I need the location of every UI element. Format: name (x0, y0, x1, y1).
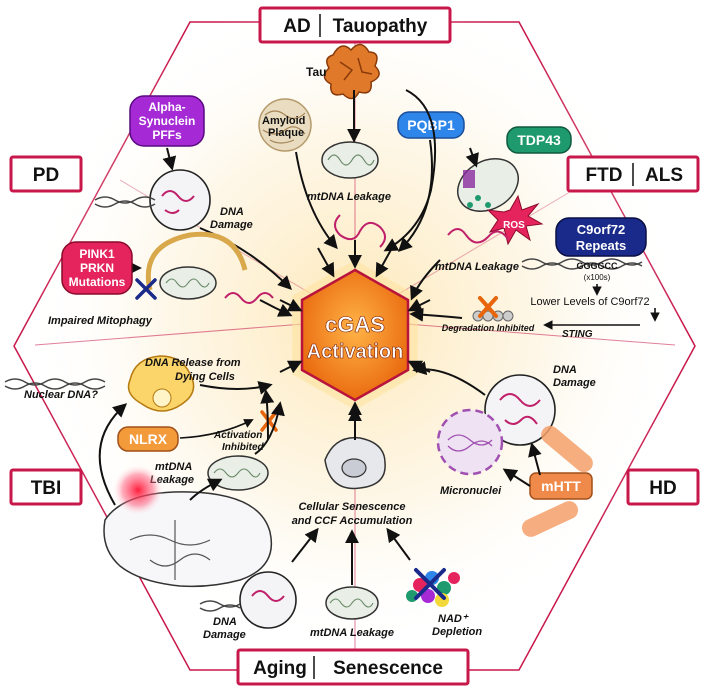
mitophagy-block-x-icon (135, 278, 157, 300)
c9orf72-badge: C9orf72 Repeats (555, 217, 647, 257)
svg-text:Degradation Inhibited: Degradation Inhibited (442, 323, 535, 333)
svg-text:Activation: Activation (213, 430, 262, 441)
pqbp1-badge: PQBP1 (397, 111, 465, 139)
svg-text:TBI: TBI (31, 478, 62, 499)
svg-text:Depletion: Depletion (432, 626, 482, 638)
svg-text:DNA: DNA (220, 206, 244, 218)
svg-text:Inhibited: Inhibited (222, 442, 265, 453)
svg-text:PQBP1: PQBP1 (407, 117, 455, 133)
dying-cell-icon (127, 355, 195, 412)
nad-depletion-x-icon (414, 568, 446, 600)
svg-text:Damage: Damage (553, 377, 596, 389)
svg-text:Dying Cells: Dying Cells (175, 371, 235, 383)
svg-text:and CCF Accumulation: and CCF Accumulation (292, 515, 413, 527)
svg-text:mHTT: mHTT (541, 478, 581, 494)
tau-aggregate-icon (323, 43, 380, 100)
pd-label: PD (9, 155, 83, 193)
tbi-sector: DNA Release from Dying Cells Nuclear DNA… (4, 355, 285, 588)
svg-text:Repeats: Repeats (576, 238, 627, 253)
svg-text:Plaque: Plaque (268, 127, 304, 139)
cgas-activation-hub: cGAS Activation (292, 259, 418, 411)
aging-mitochondrion-icon (325, 586, 379, 620)
svg-text:PFFs: PFFs (152, 128, 182, 142)
svg-text:Damage: Damage (210, 219, 253, 231)
svg-text:Synuclein: Synuclein (139, 114, 196, 128)
svg-text:Aging: Aging (253, 658, 307, 679)
svg-text:Mutations: Mutations (69, 275, 126, 289)
svg-text:DNA: DNA (553, 364, 577, 376)
svg-text:PRKN: PRKN (80, 261, 114, 275)
svg-text:Micronuclei: Micronuclei (440, 485, 502, 497)
pink1-prkn-badge: PINK1 PRKN Mutations (61, 241, 133, 295)
ftd-mitochondrion-icon (457, 158, 519, 212)
svg-text:AD: AD (283, 16, 310, 37)
ftd-als-sector: TDP43 ROS mtDNA Leakage C9orf72 Repeats … (409, 126, 660, 340)
svg-text:(x100s): (x100s) (584, 273, 611, 282)
tdp43-badge: TDP43 (506, 126, 572, 154)
svg-text:ALS: ALS (645, 165, 683, 186)
aging-nucleus-icon (239, 571, 297, 629)
mhtt-aggregate-icon (521, 425, 593, 537)
inhibition-x-icon (478, 296, 498, 318)
mhtt-badge: mHTT (529, 472, 593, 500)
svg-text:FTD: FTD (586, 165, 623, 186)
svg-text:Senescence: Senescence (333, 658, 443, 679)
hd-nucleus-icon (484, 374, 556, 446)
ad-mitochondrion-icon (321, 141, 379, 179)
svg-text:Lower Levels of C9orf72: Lower Levels of C9orf72 (530, 296, 649, 308)
svg-text:C9orf72: C9orf72 (577, 222, 625, 237)
ad-sector: Tau Amyloid Plaque PQBP1 mtDNA Leakage (258, 43, 465, 252)
aging-senescence-label: Aging Senescence (236, 648, 470, 686)
svg-text:mtDNA Leakage: mtDNA Leakage (310, 627, 394, 639)
hd-sector: DNA Damage Micronuclei mHTT (412, 361, 596, 537)
svg-text:Alpha-: Alpha- (148, 100, 185, 114)
svg-text:mtDNA Leakage: mtDNA Leakage (307, 191, 391, 203)
svg-text:NLRX: NLRX (129, 431, 168, 447)
svg-text:Cellular Senescence: Cellular Senescence (298, 501, 405, 513)
brain-section-icon (103, 464, 273, 588)
nlrx-badge: NLRX (117, 426, 179, 452)
svg-text:ROS: ROS (503, 220, 525, 231)
senescent-cell-icon (324, 436, 386, 490)
micronucleus-icon (436, 408, 504, 476)
svg-text:Nuclear DNA?: Nuclear DNA? (24, 389, 98, 401)
svg-text:PD: PD (33, 165, 59, 186)
hd-label: HD (626, 468, 700, 506)
alpha-synuclein-badge: Alpha- Synuclein PFFs (129, 95, 205, 147)
svg-text:TDP43: TDP43 (517, 132, 561, 148)
svg-text:PINK1: PINK1 (79, 247, 115, 261)
aging-sector: Cellular Senescence and CCF Accumulation… (199, 407, 482, 641)
svg-text:Damage: Damage (203, 629, 246, 641)
cgas-title: cGAS (325, 312, 385, 337)
amyloid-plaque-icon (258, 98, 312, 152)
svg-text:mtDNA Leakage: mtDNA Leakage (435, 261, 519, 273)
svg-text:STING: STING (562, 329, 593, 340)
svg-text:Amyloid: Amyloid (262, 115, 305, 127)
pd-nucleus-icon (149, 169, 211, 231)
svg-text:DNA: DNA (213, 616, 237, 628)
svg-text:HD: HD (649, 478, 676, 499)
ad-tauopathy-label: AD Tauopathy (258, 6, 452, 44)
svg-text:NAD⁺: NAD⁺ (438, 613, 469, 625)
svg-text:DNA Release from: DNA Release from (145, 357, 241, 369)
svg-text:Tau: Tau (306, 65, 326, 79)
ftd-als-label: FTD ALS (566, 155, 700, 193)
autophagosome-icon (145, 231, 248, 300)
tbi-mitochondrion-icon (207, 455, 269, 491)
ros-burst-icon: ROS (486, 194, 544, 246)
svg-text:Impaired Mitophagy: Impaired Mitophagy (48, 315, 153, 327)
activation-title: Activation (307, 341, 404, 363)
svg-text:GGGGCC: GGGGCC (576, 261, 618, 271)
pd-sector: Alpha- Synuclein PFFs DNA Damage PINK1 P… (48, 95, 293, 327)
tbi-label: TBI (9, 468, 83, 506)
svg-text:Tauopathy: Tauopathy (333, 16, 428, 37)
svg-text:mtDNA: mtDNA (155, 461, 192, 473)
